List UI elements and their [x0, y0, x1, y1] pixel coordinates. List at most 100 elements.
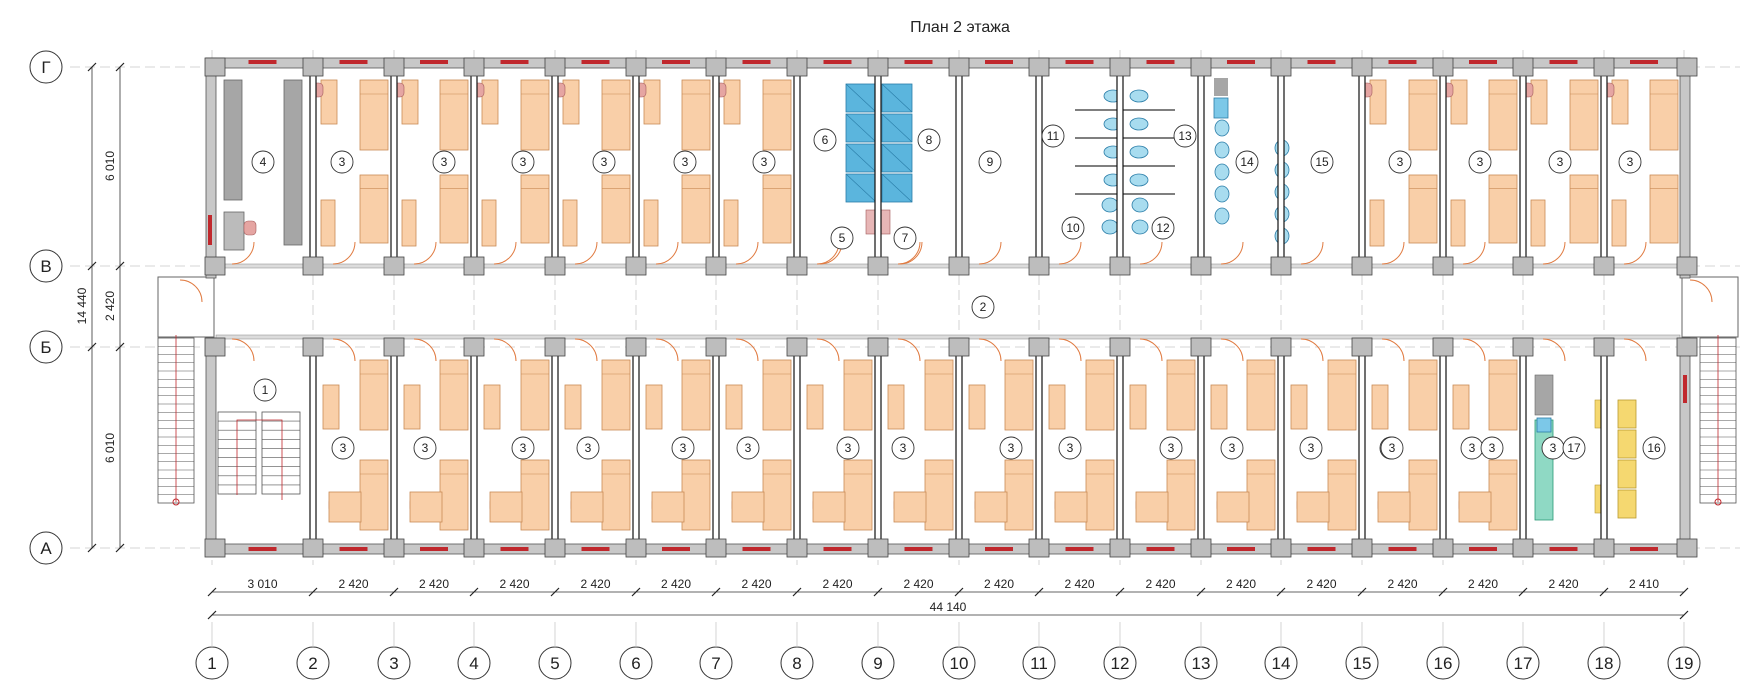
axis-circle [29, 531, 63, 565]
bed [601, 359, 631, 431]
shelving [283, 79, 303, 246]
column [1028, 538, 1050, 558]
bed [1488, 174, 1518, 244]
column [1512, 256, 1534, 276]
desk [651, 491, 685, 523]
room-label: 3 [340, 441, 347, 455]
door-swing [1139, 241, 1163, 265]
dim-bottom-label: 2 420 [822, 577, 852, 591]
room-number-circle [752, 150, 776, 174]
dim-tick [1115, 587, 1125, 597]
partition [309, 67, 317, 265]
internal-stair-flight [261, 411, 301, 495]
column [1190, 256, 1212, 276]
desk [570, 491, 604, 523]
room-number-circle [413, 436, 437, 460]
desk [562, 79, 580, 125]
room-label: 8 [926, 133, 933, 147]
sink [1214, 163, 1230, 181]
column [544, 256, 566, 276]
desk [968, 384, 986, 430]
door-swing [735, 338, 759, 362]
room-number-circle [1562, 436, 1586, 460]
column [1676, 57, 1698, 77]
dim-tick [115, 543, 125, 553]
column [1432, 256, 1454, 276]
bed [1246, 359, 1276, 431]
desk [1611, 199, 1627, 247]
column [463, 337, 485, 357]
washing-machine [1617, 429, 1637, 459]
partition [551, 338, 559, 545]
column [1676, 337, 1698, 357]
column [867, 337, 889, 357]
room-label: 10 [1066, 221, 1080, 235]
bed [439, 459, 469, 531]
bed [1004, 359, 1034, 431]
bed [601, 174, 631, 244]
room-label: 3 [1477, 155, 1484, 169]
corridor-wall-bottom [215, 334, 1681, 340]
door-swing [1220, 338, 1244, 362]
dim-bottom-label: 2 420 [1145, 577, 1175, 591]
corridor-end-left [157, 276, 215, 338]
window [1388, 547, 1417, 551]
partition [712, 67, 720, 265]
desk [812, 491, 846, 523]
window [1549, 547, 1578, 551]
bed [924, 459, 954, 531]
bed [1004, 459, 1034, 531]
partition [551, 67, 559, 265]
column [705, 256, 727, 276]
door-swing [332, 241, 356, 265]
column [463, 538, 485, 558]
column [948, 538, 970, 558]
desk [806, 384, 824, 430]
dim-tick [115, 62, 125, 72]
column [204, 538, 226, 558]
door-swing [1462, 338, 1486, 362]
partition [874, 338, 882, 545]
window [1630, 60, 1658, 64]
window [904, 60, 933, 64]
partition [1197, 338, 1205, 545]
room-label: 9 [987, 155, 994, 169]
washing-machine [1617, 399, 1637, 429]
shower-diag [881, 83, 913, 113]
chair [243, 220, 257, 236]
bed [359, 174, 389, 244]
column [383, 256, 405, 276]
room-label: 15 [1315, 155, 1329, 169]
desk [731, 491, 765, 523]
door-swing [816, 338, 840, 362]
column-axis-label: 16 [1434, 654, 1453, 673]
room-number-circle [330, 150, 354, 174]
column [867, 256, 889, 276]
bed [359, 359, 389, 431]
dim-bottom-label: 2 420 [1387, 577, 1417, 591]
sink [1214, 141, 1230, 159]
room-label: 13 [1178, 129, 1192, 143]
window [1683, 375, 1687, 403]
column [204, 256, 226, 276]
bed [1085, 359, 1115, 431]
column-axis-label: 10 [950, 654, 969, 673]
column-axis-label: 6 [631, 654, 640, 673]
window [500, 60, 529, 64]
room-label: 3 [339, 155, 346, 169]
room-label: 3 [745, 441, 752, 455]
bed [1569, 79, 1599, 151]
column [867, 538, 889, 558]
desk [887, 384, 905, 430]
column [1190, 538, 1212, 558]
desk-equipment [223, 211, 245, 251]
bed [1085, 459, 1115, 531]
room-label: 3 [1557, 155, 1564, 169]
dim-tick [1357, 587, 1367, 597]
desk [328, 491, 362, 523]
dim-bottom-label: 2 420 [903, 577, 933, 591]
desk [401, 79, 419, 125]
dim-tick [1276, 587, 1286, 597]
window [339, 547, 368, 551]
partition [955, 67, 963, 265]
